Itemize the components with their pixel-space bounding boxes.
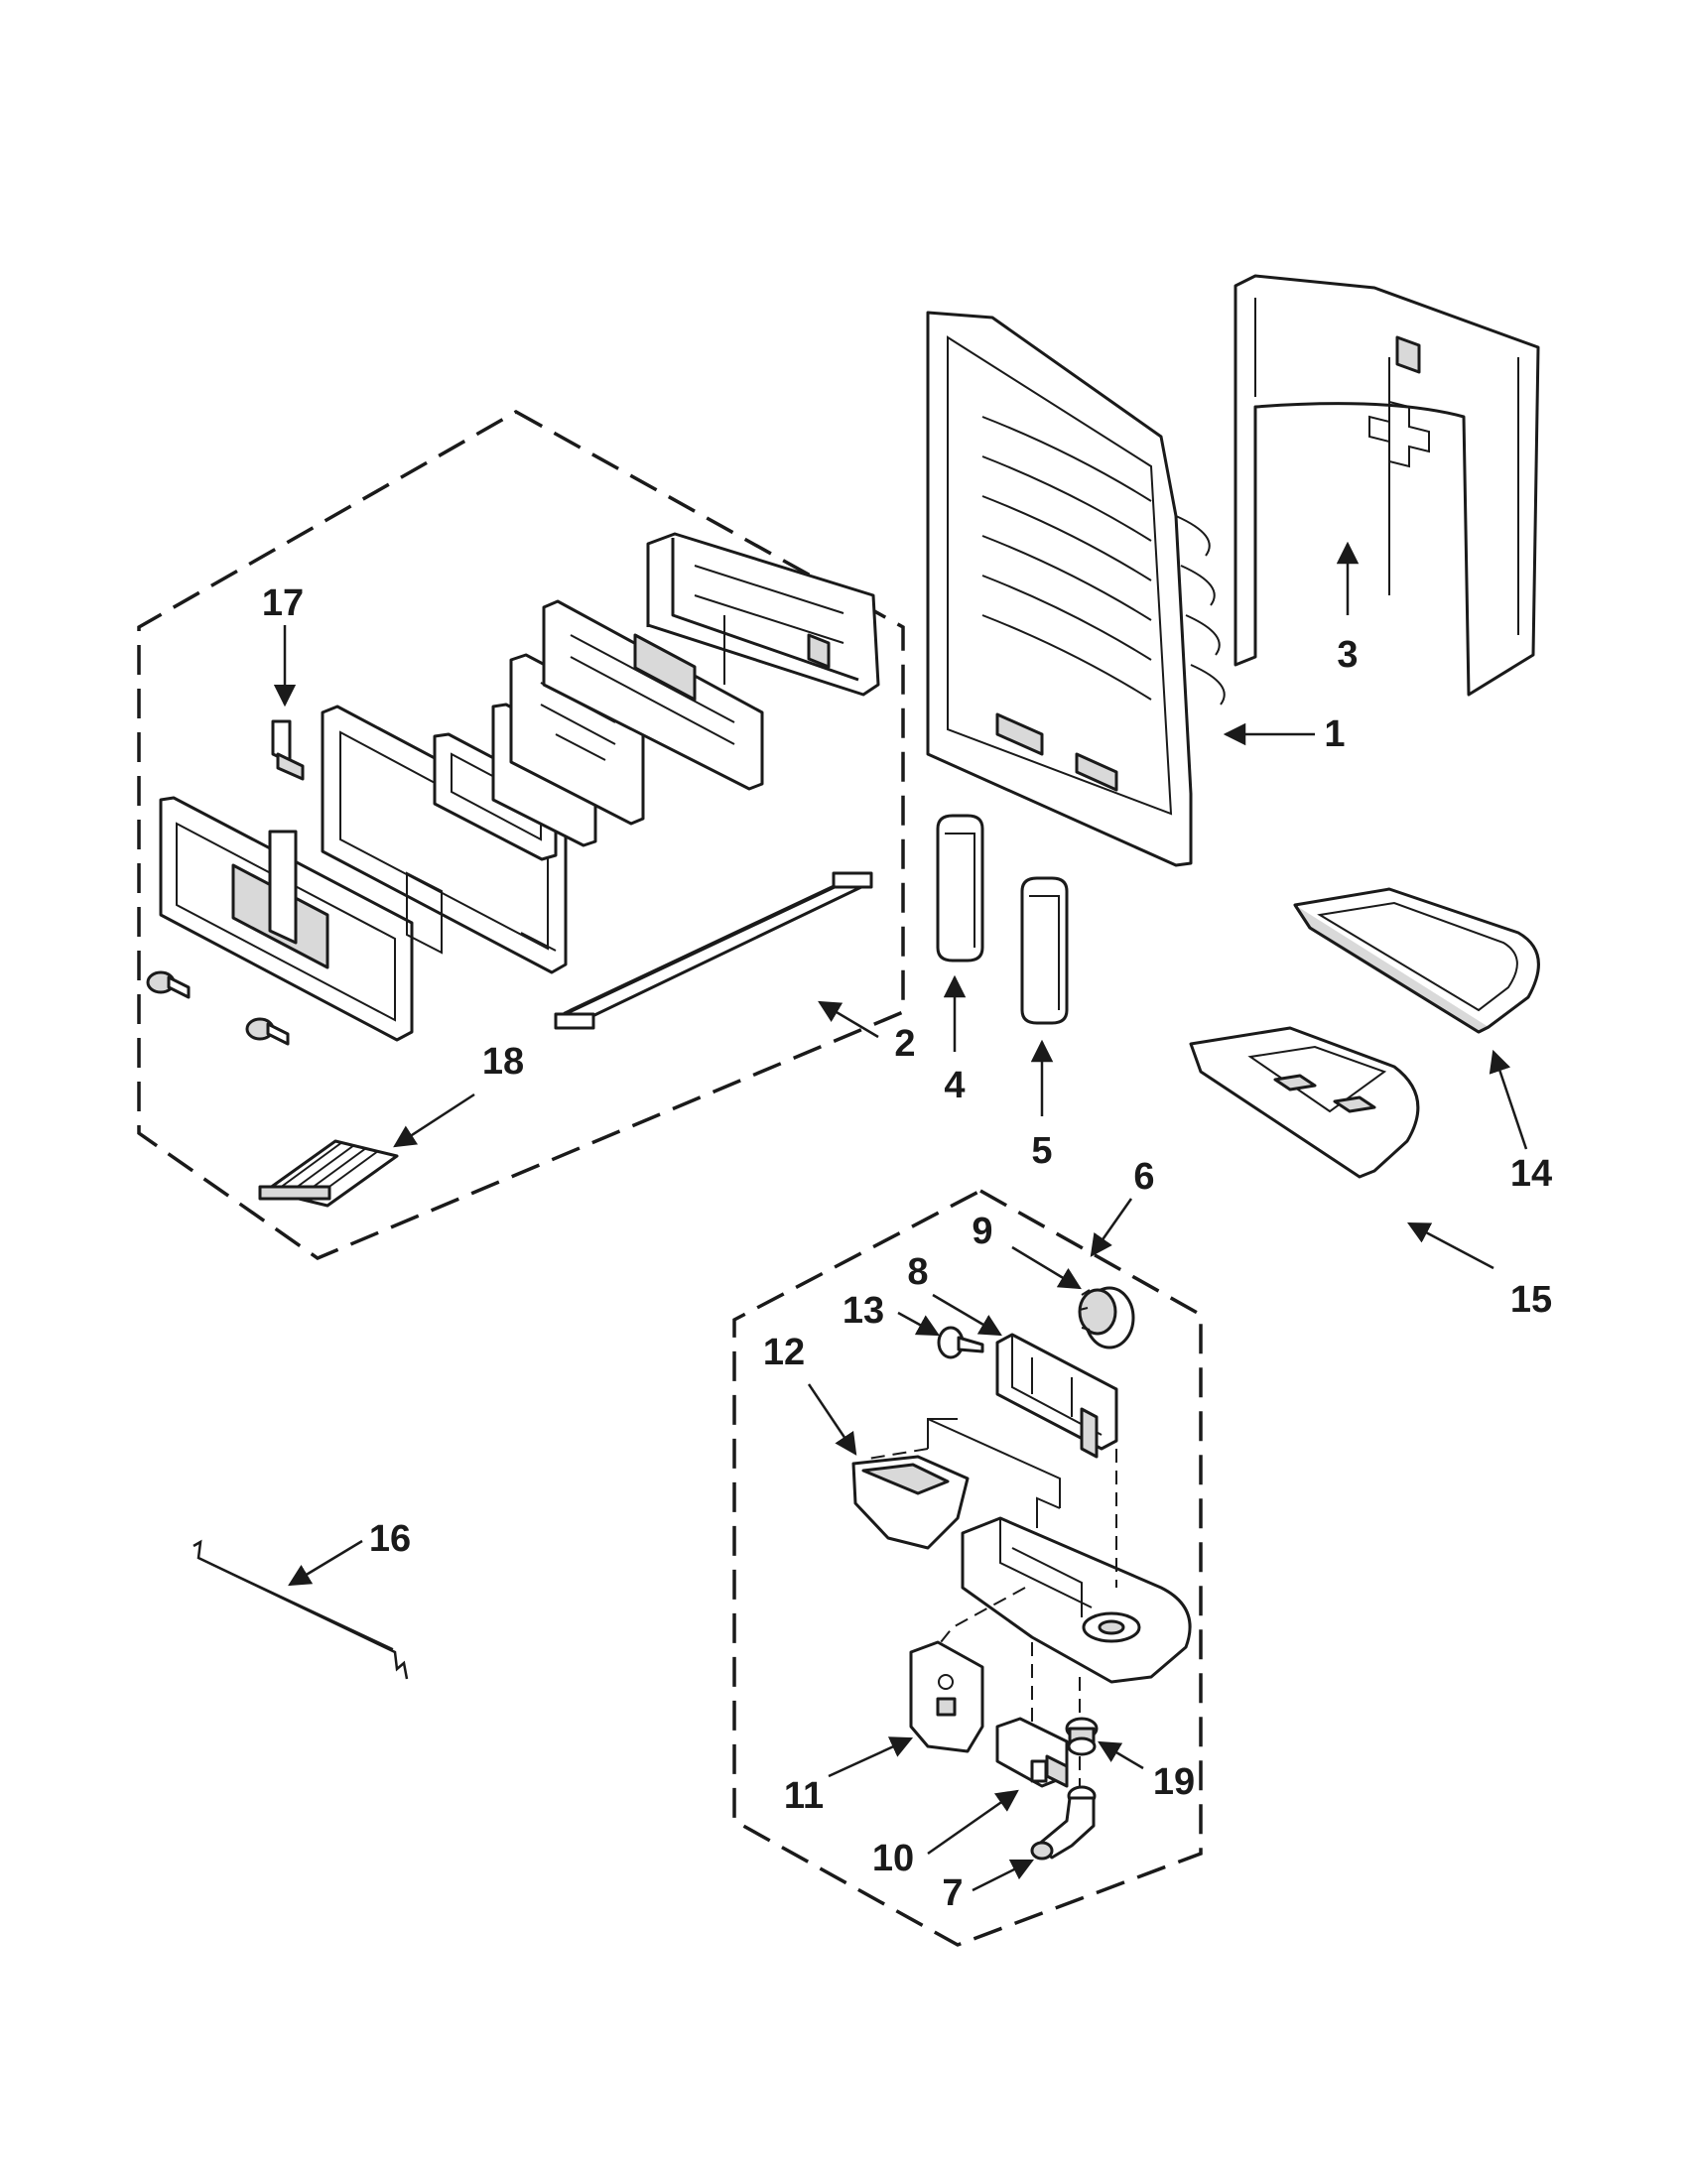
sensor-part-17 (271, 719, 305, 781)
chute-liner-part-3 (1234, 274, 1540, 697)
callout-9: 9 (972, 1211, 992, 1252)
leader-2 (818, 1000, 879, 1039)
leader-9 (1011, 1245, 1082, 1290)
assembly-path-line-5 (867, 1448, 929, 1460)
mounting-screw-1 (146, 970, 191, 999)
callout-6: 6 (1133, 1156, 1154, 1198)
dispenser-base-housing (961, 1496, 1192, 1684)
ribbon-cable (554, 871, 873, 1030)
callout-12: 12 (763, 1332, 805, 1373)
water-elbow-part-7 (1030, 1785, 1097, 1861)
mounting-screw-2 (245, 1017, 290, 1046)
callout-15: 15 (1510, 1279, 1552, 1321)
callout-19: 19 (1153, 1761, 1195, 1803)
callout-8: 8 (907, 1251, 928, 1293)
callout-7: 7 (942, 1872, 963, 1914)
module-group-boundary (732, 1189, 1203, 1947)
control-rear-housing (646, 532, 880, 697)
fitting-part-19 (1065, 1717, 1099, 1756)
callout-4: 4 (944, 1065, 965, 1106)
callout-17: 17 (262, 582, 304, 624)
dispenser-control-group-boundary (137, 409, 905, 1260)
actuator-bracket-part-8 (995, 1333, 1118, 1459)
callout-3: 3 (1337, 634, 1358, 676)
leader-19 (1098, 1740, 1144, 1770)
leader-8 (932, 1293, 1002, 1337)
pad-part-5 (1020, 876, 1069, 1025)
drip-tray-grille-part-15 (1189, 1026, 1420, 1179)
screw-part-13 (937, 1326, 984, 1359)
callout-13: 13 (843, 1290, 884, 1332)
control-panel-assembly-group (137, 409, 905, 1260)
callout-2: 2 (894, 1023, 915, 1065)
solenoid-part-10 (995, 1717, 1069, 1788)
funnel-part-12 (851, 1418, 1061, 1550)
leader-10 (927, 1789, 1019, 1856)
callout-5: 5 (1031, 1130, 1052, 1172)
leader-11 (828, 1736, 914, 1778)
callout-1: 1 (1324, 713, 1345, 755)
leader-18 (393, 1092, 475, 1148)
switch-cover-part-11 (909, 1640, 984, 1753)
drip-tray-part-14 (1293, 887, 1540, 1034)
wire-harness-18 (258, 1139, 399, 1208)
leader-15 (1407, 1221, 1494, 1270)
pad-part-4 (936, 814, 984, 963)
leader-13 (897, 1311, 940, 1337)
callout-18: 18 (482, 1041, 524, 1083)
dispenser-housing-part-1 (926, 311, 1226, 867)
module-assembly-group (732, 1189, 1203, 1947)
leader-12 (807, 1383, 857, 1456)
leader-16 (288, 1539, 363, 1587)
interface-circuit-board (542, 599, 764, 791)
assembly-path-line-2 (932, 1587, 1026, 1653)
knob-part-9 (1078, 1286, 1135, 1349)
callout-11: 11 (784, 1775, 824, 1817)
leader-14 (1489, 1049, 1528, 1150)
leader-6 (1090, 1198, 1133, 1257)
callout-16: 16 (369, 1518, 411, 1560)
leader-7 (972, 1859, 1035, 1892)
callout-14: 14 (1510, 1153, 1552, 1195)
callout-10: 10 (872, 1838, 914, 1879)
control-mounting-frame (268, 705, 568, 974)
wire-rod-part-16 (193, 1539, 409, 1680)
